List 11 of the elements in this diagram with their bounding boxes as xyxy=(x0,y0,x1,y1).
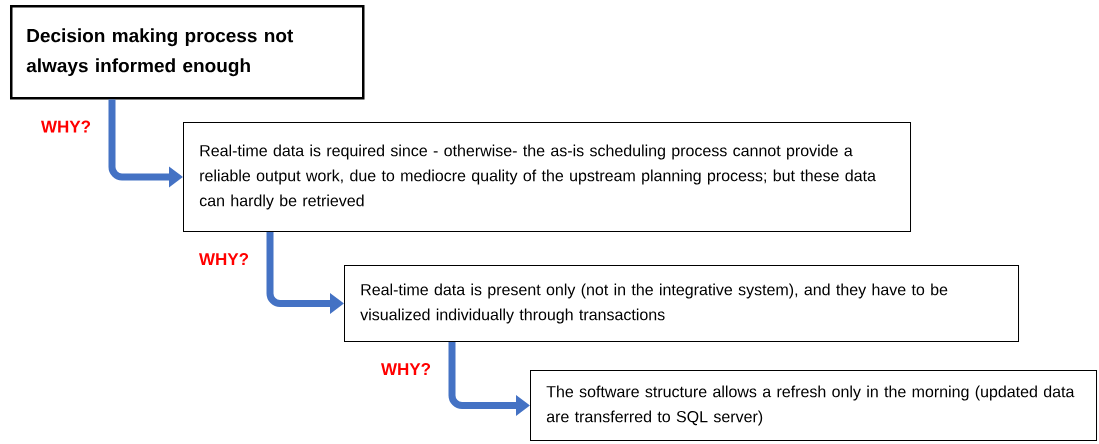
why-label: WHY? xyxy=(381,363,431,375)
cause-box xyxy=(183,122,911,232)
cause-box-text: The software structure allows a refresh only in the morning (updated data are transferred to SQL server) xyxy=(546,385,1075,426)
cause-box-text: Real-time data is required since - otherwise- the as-is scheduling process cannot provide a reliable output work, due to mediocre quality of the upstream planning process; but these data can hardly be retrieved xyxy=(199,144,876,210)
why-label: WHY? xyxy=(41,120,91,133)
cause-box xyxy=(530,370,1097,441)
why-label: WHY? xyxy=(199,253,249,265)
problem-box-text: Decision making process not always informed enough xyxy=(26,28,294,77)
cause-box xyxy=(344,265,1019,342)
cause-box-text: Real-time data is present only (not in the integrative system), and they have to be visualized individually through transactions xyxy=(360,283,948,324)
problem-box xyxy=(10,5,365,100)
